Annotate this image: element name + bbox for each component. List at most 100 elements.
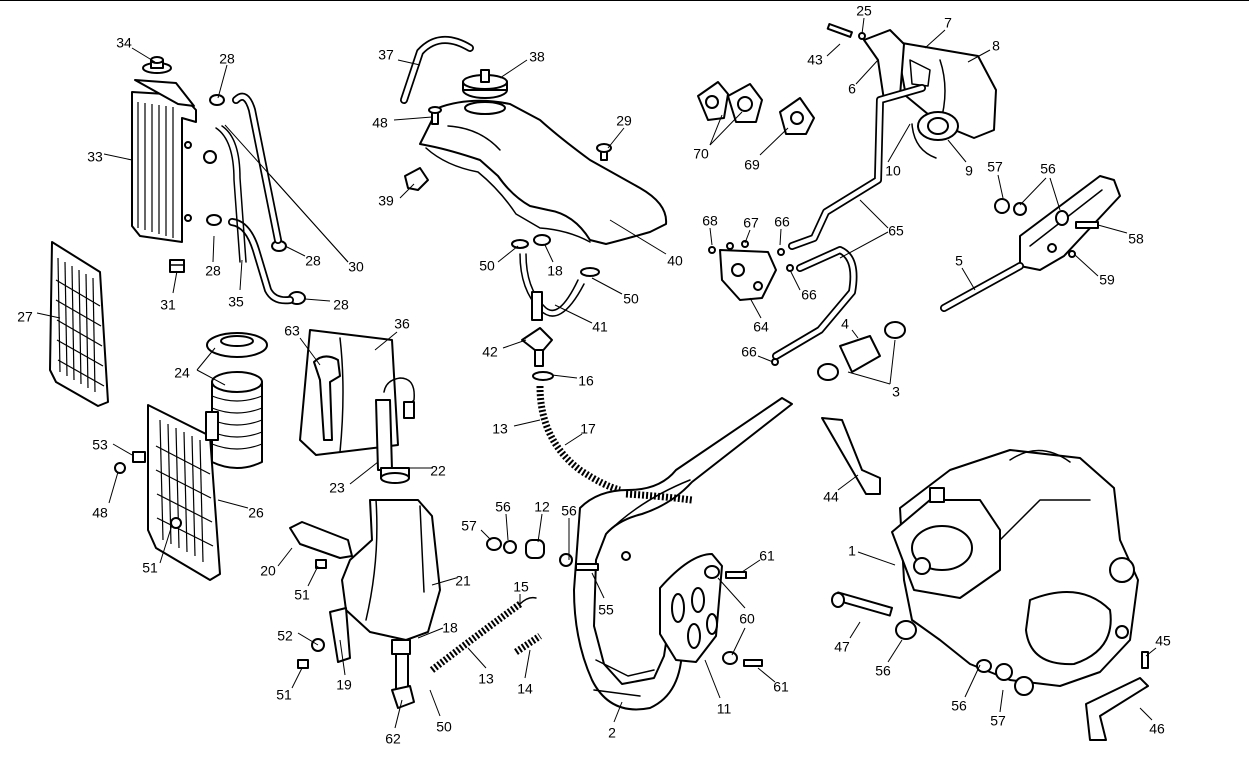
- callout-c51a: 51: [142, 560, 158, 576]
- callout-c6: 6: [848, 81, 856, 97]
- spring-17-pipe: [625, 490, 693, 504]
- leader-line-c63-0: [299, 337, 321, 366]
- callout-c56b: 56: [561, 503, 577, 519]
- callout-c8: 8: [992, 38, 1000, 54]
- tool-63: [313, 355, 341, 441]
- oil-cap-22: [380, 467, 410, 484]
- fitting-62: [391, 639, 415, 709]
- bracket-19: [329, 607, 351, 663]
- leader-line-c46-0: [1139, 707, 1153, 721]
- bracket-20: [289, 521, 353, 559]
- callout-c28d: 28: [333, 297, 349, 313]
- leader-line-c29-0: [607, 127, 625, 149]
- cable-65: [772, 84, 926, 360]
- callout-c18b: 18: [442, 620, 458, 636]
- leader-line-c27-0: [36, 312, 61, 319]
- leader-line-c23-0: [349, 461, 379, 485]
- callout-c11: 11: [717, 701, 732, 717]
- leader-line-c36-0: [374, 331, 398, 351]
- leader-line-c47-0: [849, 621, 861, 639]
- callout-c40: 40: [667, 253, 683, 269]
- callout-c35: 35: [228, 294, 244, 310]
- rubber-39: [404, 167, 429, 191]
- leader-line-c13a-0: [513, 419, 541, 427]
- leader-line-c70-0: [709, 114, 723, 146]
- bracket-6: [863, 29, 905, 101]
- callout-c61b: 61: [773, 679, 789, 695]
- hose-clamps-3-4: [817, 321, 906, 381]
- callout-c13a: 13: [492, 421, 508, 437]
- leader-line-c53-0: [112, 443, 133, 456]
- leader-line-c66a-0: [779, 228, 782, 246]
- callout-c61a: 61: [759, 548, 775, 564]
- leader-line-c60-0: [717, 577, 746, 609]
- grommet-31: [169, 259, 185, 273]
- leader-line-c5-0: [961, 267, 976, 291]
- callout-c41: 41: [592, 319, 608, 335]
- callout-c28b: 28: [305, 253, 321, 269]
- leader-line-c18a-0: [544, 244, 554, 263]
- leader-line-c66c-0: [757, 355, 774, 363]
- leader-line-c13b-0: [467, 647, 487, 669]
- leader-line-c56c-1: [1049, 177, 1061, 211]
- leader-line-c57c-0: [999, 689, 1004, 713]
- callout-c66a: 66: [774, 214, 790, 230]
- gear-lever-46-45: [1085, 651, 1149, 741]
- callout-c1: 1: [848, 543, 856, 559]
- leader-line-c66b-0: [789, 269, 801, 291]
- callout-c21: 21: [455, 573, 471, 589]
- leader-line-c55-0: [591, 572, 605, 599]
- leader-line-c65-1: [839, 231, 889, 259]
- washers-56-57: [895, 620, 1034, 696]
- leader-line-c14-0: [524, 649, 531, 679]
- callout-c4: 4: [841, 316, 849, 332]
- callout-c18a: 18: [547, 263, 563, 279]
- breather-pipe-35: [215, 125, 247, 263]
- leader-line-c48b-0: [108, 471, 119, 504]
- callout-c38: 38: [529, 49, 545, 65]
- leader-line-c7-0: [924, 29, 946, 49]
- leader-line-c67-0: [744, 229, 751, 244]
- callout-c62: 62: [385, 731, 401, 747]
- callout-c22: 22: [430, 463, 446, 479]
- leader-line-c28a-0: [217, 64, 228, 99]
- pump-64: [719, 249, 777, 301]
- leader-line-c25-0: [861, 17, 865, 35]
- callout-c48b: 48: [92, 505, 108, 521]
- filter-24: [205, 332, 268, 469]
- callout-c42: 42: [482, 344, 498, 360]
- callout-c33: 33: [87, 149, 103, 165]
- leader-line-c56a-0: [505, 513, 509, 541]
- callout-c15: 15: [513, 579, 529, 595]
- leader-line-c45-0: [1145, 647, 1157, 657]
- callout-c28a: 28: [219, 51, 235, 67]
- leader-line-c41-0: [554, 304, 593, 324]
- callout-c10: 10: [885, 163, 901, 179]
- callout-c27: 27: [17, 309, 33, 325]
- callout-c66c: 66: [741, 344, 757, 360]
- callout-c59: 59: [1099, 272, 1115, 288]
- callout-c28c: 28: [205, 263, 221, 279]
- silencer-5: [940, 175, 1121, 312]
- radiator-cap-34: [142, 56, 172, 74]
- gaskets-70: [697, 81, 763, 123]
- callout-c45: 45: [1155, 633, 1171, 649]
- leader-line-c57b-0: [997, 174, 1004, 199]
- leader-line-c28d-0: [304, 298, 331, 302]
- carb-9-10: [911, 111, 959, 159]
- leader-line-c51b-0: [307, 565, 319, 587]
- callout-c63: 63: [284, 323, 300, 339]
- callout-c37: 37: [378, 47, 394, 63]
- callout-c50c: 50: [436, 719, 452, 735]
- callout-c65: 65: [888, 223, 904, 239]
- radiator-hoses-30: [228, 92, 294, 305]
- leader-line-c56e-0: [964, 664, 981, 698]
- radiator-grille-27: [49, 241, 109, 407]
- callout-c47: 47: [834, 639, 850, 655]
- callout-c3: 3: [892, 384, 900, 400]
- callout-c57b: 57: [987, 159, 1003, 175]
- leader-line-c28b-0: [284, 245, 306, 257]
- leader-line-c61b-0: [757, 667, 776, 683]
